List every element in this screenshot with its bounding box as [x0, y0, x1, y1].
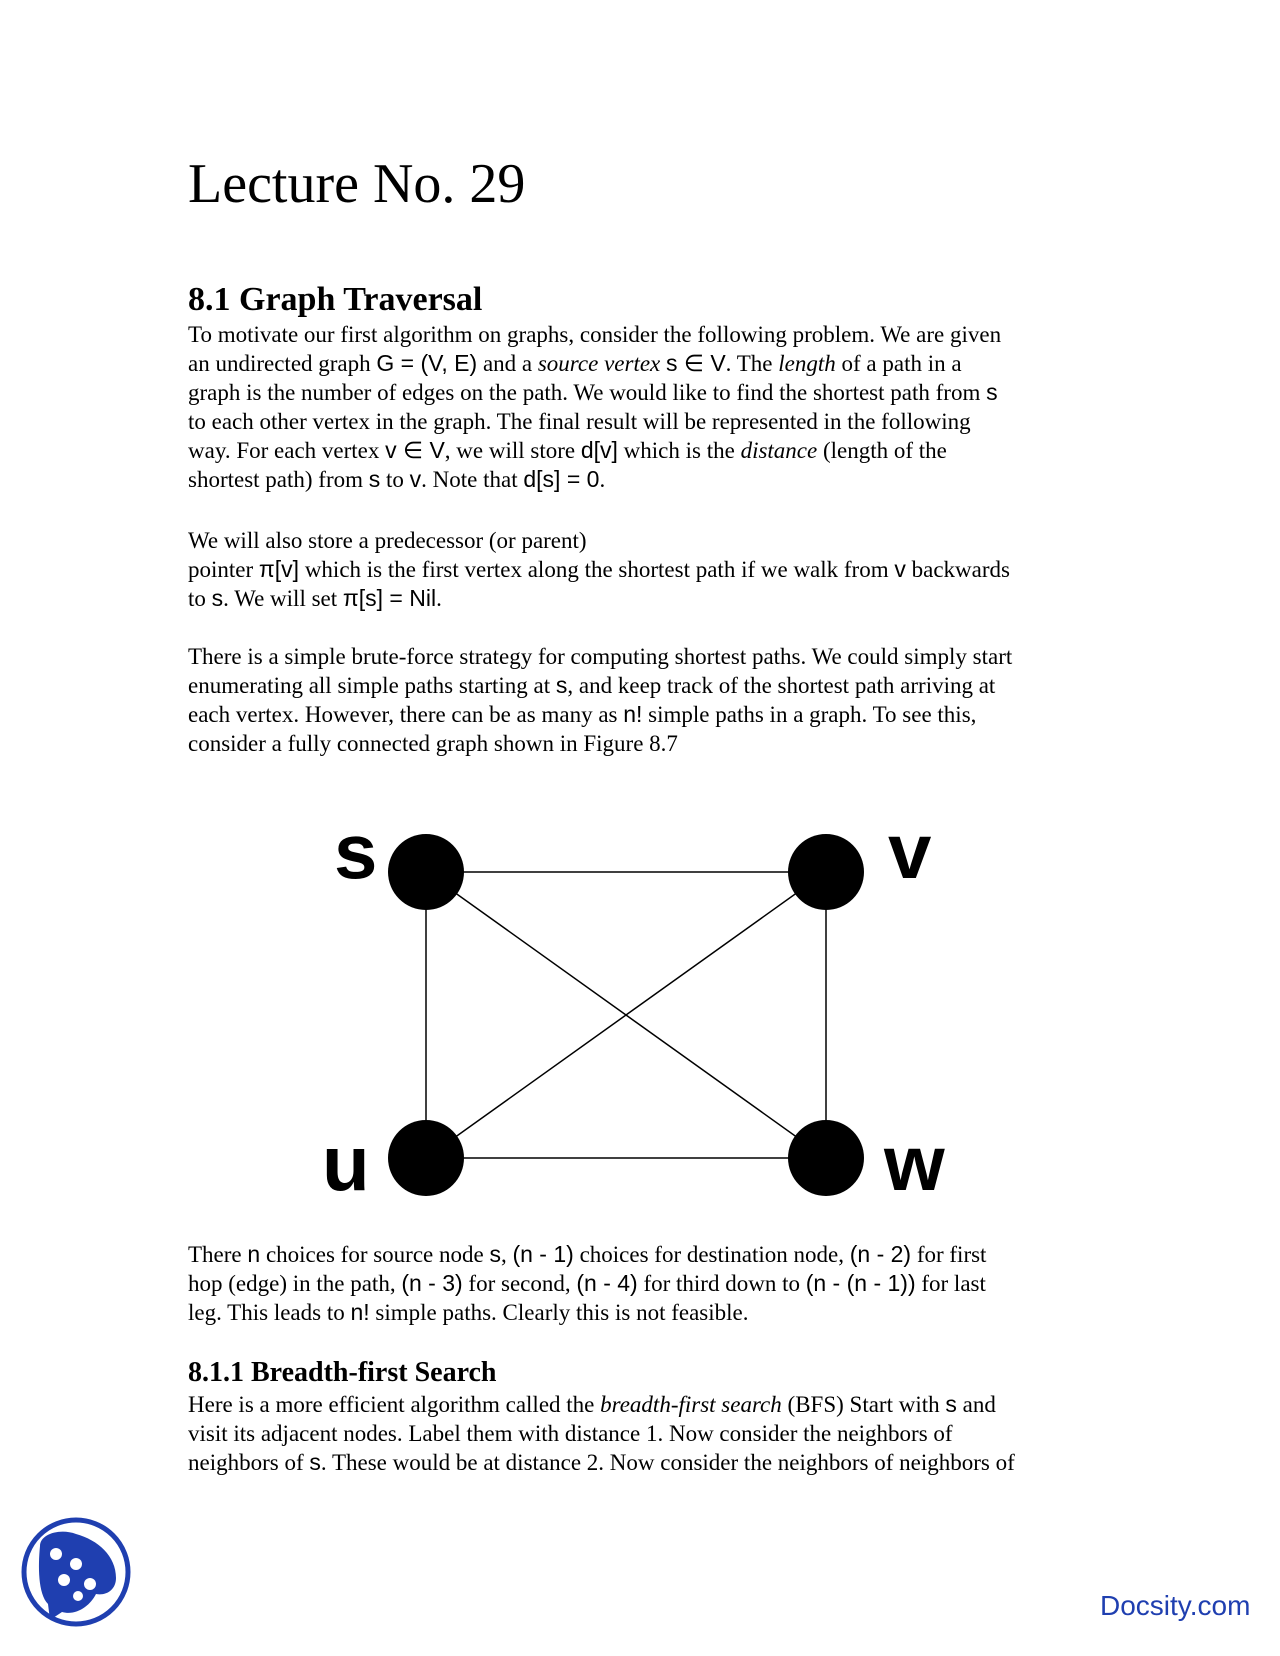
edge-v-u: [425, 871, 827, 1159]
text-line: enumerating all simple paths starting at…: [188, 672, 996, 698]
node-label-v: v: [888, 807, 932, 895]
paragraph-intro: To motivate our first algorithm on graph…: [188, 320, 1108, 494]
node-s: [388, 834, 464, 910]
node-u: [388, 1120, 464, 1196]
paragraph-predecessor: We will also store a predecessor (or par…: [188, 526, 1108, 613]
text-line: each vertex. However, there can be as ma…: [188, 701, 977, 727]
lecture-title: Lecture No. 29: [188, 153, 526, 215]
section-heading: 8.1 Graph Traversal: [188, 281, 483, 318]
text-line: graph is the number of edges on the path…: [188, 379, 998, 405]
text-line: We will also store a predecessor (or par…: [188, 528, 587, 553]
text-line: leg. This leads to n! simple paths. Clea…: [188, 1299, 749, 1325]
text-line: to each other vertex in the graph. The f…: [188, 409, 971, 434]
text-line: pointer π[v] which is the first vertex a…: [188, 556, 1010, 582]
complete-graph-figure: s v u w: [322, 807, 945, 1207]
text-line: Here is a more efficient algorithm calle…: [188, 1391, 996, 1417]
node-label-s: s: [334, 807, 377, 895]
paragraph-bfs: Here is a more efficient algorithm calle…: [188, 1390, 1108, 1477]
text-line: to s. We will set π[s] = Nil.: [188, 585, 442, 611]
text-line: consider a fully connected graph shown i…: [188, 731, 678, 756]
docsity-logo-icon[interactable]: [20, 1516, 132, 1628]
node-label-w: w: [883, 1119, 945, 1207]
text-line: visit its adjacent nodes. Label them wit…: [188, 1421, 953, 1446]
node-label-u: u: [322, 1119, 370, 1207]
node-w: [788, 1120, 864, 1196]
text-line: There is a simple brute-force strategy f…: [188, 644, 1013, 669]
text-line: shortest path) from s to v. Note that d[…: [188, 466, 606, 492]
text-line: way. For each vertex v ∈ V, we will stor…: [188, 437, 947, 463]
text-line: an undirected graph G = (V, E) and a sou…: [188, 350, 962, 376]
node-v: [788, 834, 864, 910]
text-line: To motivate our first algorithm on graph…: [188, 322, 1002, 347]
text-line: There n choices for source node s, (n - …: [188, 1241, 987, 1267]
paragraph-brute-force: There is a simple brute-force strategy f…: [188, 642, 1108, 758]
paragraph-choices: There n choices for source node s, (n - …: [188, 1240, 1108, 1327]
docsity-watermark-link[interactable]: Docsity.com: [1100, 1590, 1251, 1621]
text-line: neighbors of s. These would be at distan…: [188, 1449, 1015, 1475]
subsection-heading: 8.1.1 Breadth-first Search: [188, 1357, 497, 1388]
text-line: hop (edge) in the path, (n - 3) for seco…: [188, 1270, 986, 1296]
